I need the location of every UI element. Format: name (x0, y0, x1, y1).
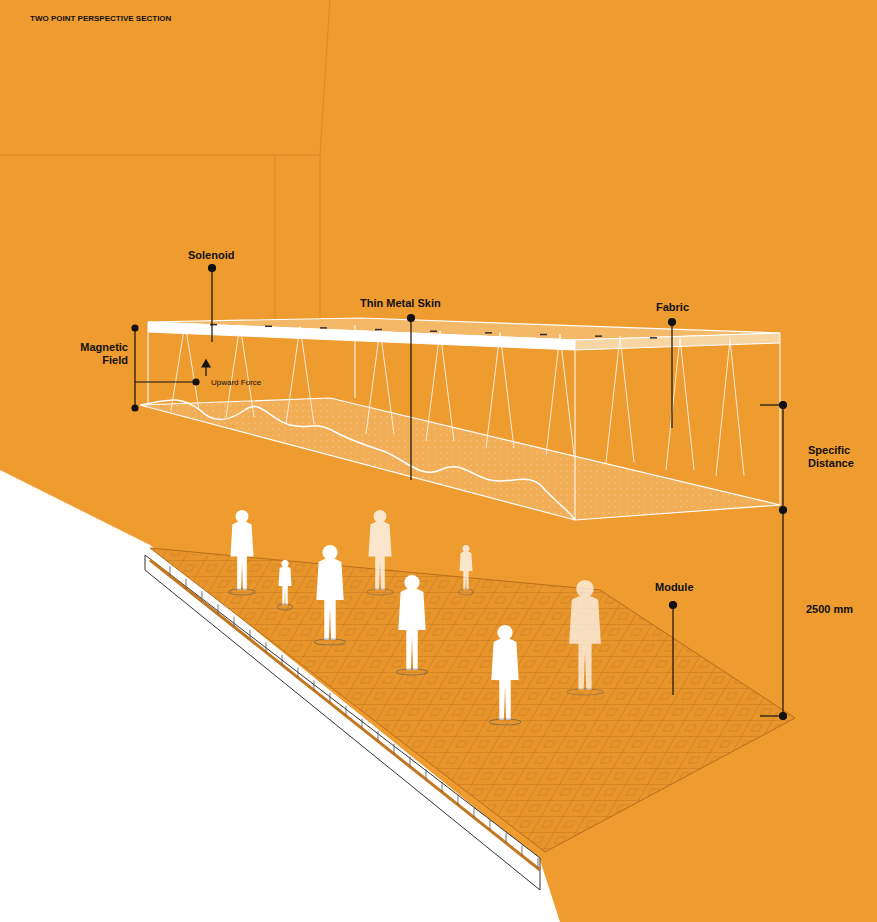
part-label: Fabric (656, 301, 689, 314)
fabric-cone (606, 336, 634, 462)
fabric-cone (171, 323, 199, 410)
dimension-label: Specific Distance (808, 444, 870, 470)
people-silhouettes (229, 510, 604, 725)
person (458, 545, 473, 595)
solenoid-slot (595, 335, 602, 337)
person (567, 580, 604, 695)
solenoid-slot (265, 326, 272, 328)
diagram-title: TWO POINT PERSPECTIVE SECTION (30, 12, 171, 25)
fabric-cone (366, 329, 394, 434)
module-tick (442, 782, 443, 792)
solenoid-slot (430, 330, 437, 332)
module-tick (282, 655, 283, 665)
module-tick (378, 731, 379, 741)
module-tick (170, 566, 171, 576)
module-tick (506, 833, 507, 843)
module-tick (490, 820, 491, 830)
solenoid-slot (375, 329, 382, 331)
module-tick (474, 807, 475, 817)
module-tick (410, 757, 411, 767)
module-tick (234, 617, 235, 627)
canopy (140, 318, 780, 520)
module-tick (218, 604, 219, 614)
dimension-label: 2500 mm (806, 603, 853, 616)
fabric-cone (426, 331, 454, 441)
person (367, 510, 394, 595)
module-tick (522, 845, 523, 855)
person (489, 625, 521, 725)
force-label: Upward Force (211, 376, 261, 389)
module-tick (538, 858, 539, 868)
module-tick (314, 680, 315, 690)
person (396, 575, 428, 675)
module-tick (266, 642, 267, 652)
fabric-cone (286, 327, 314, 425)
back-wall (0, 0, 330, 330)
fabric-cone (666, 338, 694, 470)
module-tick (426, 769, 427, 779)
floor-section (145, 555, 540, 890)
part-label: Module (655, 581, 694, 594)
fabric-cone (716, 339, 744, 475)
part-label: Solenoid (188, 249, 234, 262)
solenoid-slot (210, 324, 217, 326)
module-tick (458, 795, 459, 805)
fabric-cone (546, 334, 574, 455)
fabric-cone (486, 333, 514, 449)
module-tick (250, 630, 251, 640)
person (229, 510, 256, 595)
module-tick (394, 744, 395, 754)
person (277, 560, 292, 610)
module-tick (362, 718, 363, 728)
part-label: Thin Metal Skin (360, 297, 441, 310)
solenoid-slot (540, 334, 547, 336)
module-tick (330, 693, 331, 703)
solenoid-slot (650, 337, 657, 339)
field-label: Magnetic Field (64, 341, 128, 367)
person (314, 545, 346, 645)
solenoid-slot (320, 327, 327, 329)
solenoid-slot (485, 332, 492, 334)
module-tick (186, 579, 187, 589)
module-tick (202, 591, 203, 601)
module-tick (298, 668, 299, 678)
module-tick (346, 706, 347, 716)
fabric-cone (226, 325, 254, 417)
leader-lines (132, 265, 787, 720)
